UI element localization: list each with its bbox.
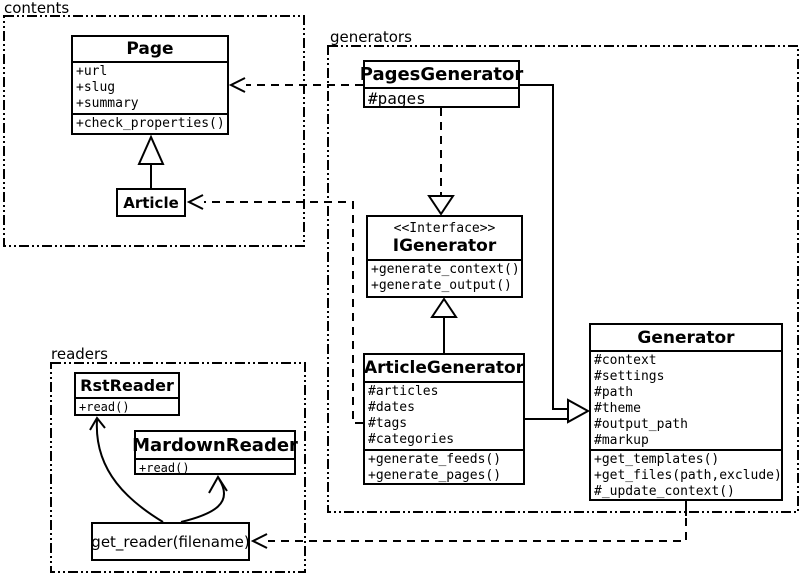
edge-pagesgenerator-realizes-igenerator (427, 108, 455, 216)
method: +generate_context() (371, 262, 520, 277)
attribute: #theme (594, 401, 641, 416)
attribute: +url (76, 64, 108, 79)
edge-articlegenerator-extends-igenerator (430, 297, 458, 353)
edge-generator-depends-getreader (250, 501, 687, 549)
attribute: +summary (76, 96, 139, 111)
class-box-articlegenerator: ArticleGenerator #articles #dates #tags … (363, 353, 525, 485)
class-box-article: Article (116, 188, 186, 217)
attribute: #context (594, 353, 657, 368)
function-box-get-reader: get_reader(filename) (91, 522, 250, 561)
attribute: #dates (368, 400, 415, 415)
class-title-article: Article (123, 193, 179, 212)
package-border-generators (327, 45, 799, 513)
method: +get_templates() (594, 452, 720, 467)
class-stereotype-igenerator: <<Interface>> (393, 220, 496, 236)
method: +generate_feeds() (368, 452, 502, 467)
method: +generate_output() (371, 278, 512, 293)
class-title-igenerator: <<Interface>> IGenerator (368, 217, 521, 259)
package-label-generators: generators (330, 28, 412, 46)
class-title-text-igenerator: IGenerator (392, 235, 497, 256)
class-attributes-pagesgenerator: #pages (365, 87, 518, 108)
method: +read() (79, 400, 130, 414)
class-box-rstreader: RstReader +read() (74, 372, 180, 416)
edge-articlegenerator-depends-article (186, 194, 363, 424)
class-attributes-generator: #context #settings #path #theme #output_… (591, 350, 781, 449)
method: +generate_pages() (368, 468, 502, 483)
class-methods-articlegenerator: +generate_feeds() +generate_pages() (365, 449, 523, 483)
attribute: #articles (368, 384, 439, 399)
edge-getreader-to-rstreader (89, 416, 164, 523)
class-title-generator: Generator (637, 327, 735, 348)
class-attributes-articlegenerator: #articles #dates #tags #categories (365, 381, 523, 449)
class-box-mardownreader: MardownReader +read() (132, 430, 298, 475)
package-label-readers: readers (51, 345, 108, 363)
class-title-rstreader: RstReader (80, 376, 174, 395)
class-methods-mardownreader: +read() (136, 458, 294, 475)
attribute: #output_path (594, 417, 688, 432)
edge-pagesgenerator-depends-page (228, 77, 363, 93)
package-border-readers (50, 362, 306, 573)
attribute: +slug (76, 80, 116, 95)
method: +get_files(path,exclude) (594, 468, 782, 483)
class-methods-rstreader: +read() (76, 397, 178, 414)
class-box-generator: Generator #context #settings #path #them… (589, 323, 783, 501)
function-label-get-reader: get_reader(filename) (91, 532, 250, 551)
class-box-igenerator: <<Interface>> IGenerator +generate_conte… (366, 215, 523, 298)
edge-article-extends-page (137, 134, 165, 188)
attribute: #markup (594, 433, 649, 448)
class-attributes-page: +url +slug +summary (73, 61, 227, 113)
attribute: #categories (368, 432, 455, 447)
method: #_update_context() (594, 484, 735, 499)
class-title-articlegenerator: ArticleGenerator (363, 358, 525, 378)
method: +check_properties() (76, 116, 225, 131)
class-title-pagesgenerator: PagesGenerator (359, 64, 524, 85)
edge-generators-extend-generator (520, 84, 591, 424)
class-methods-generator: +get_templates() +get_files(path,exclude… (591, 449, 782, 499)
attribute: #settings (594, 369, 665, 384)
package-label-contents: contents (4, 0, 70, 17)
class-box-pagesgenerator: PagesGenerator #pages (359, 60, 524, 108)
class-title-mardownreader: MardownReader (132, 434, 298, 456)
attribute: #path (594, 385, 634, 400)
class-methods-page: +check_properties() (73, 113, 227, 133)
attribute: #tags (368, 416, 408, 431)
attribute: #pages (368, 89, 426, 108)
class-methods-igenerator: +generate_context() +generate_output() (368, 259, 521, 296)
package-border-contents (3, 15, 305, 247)
method: +read() (139, 461, 190, 475)
class-title-page: Page (126, 39, 174, 59)
edge-getreader-to-mardownreader (180, 475, 228, 523)
class-box-page: Page +url +slug +summary +check_properti… (71, 35, 229, 135)
